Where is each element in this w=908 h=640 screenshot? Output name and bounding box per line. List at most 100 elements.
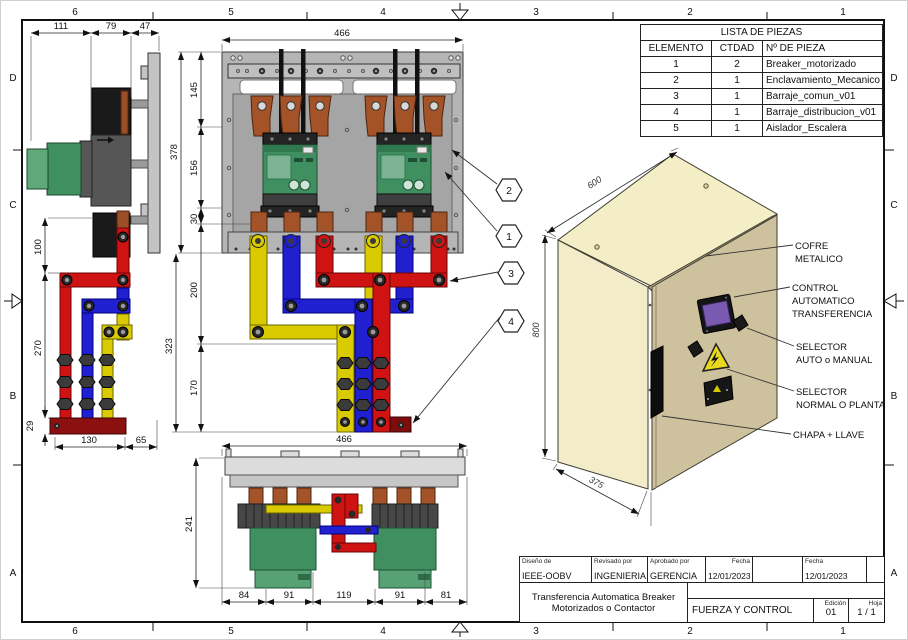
empty-cell bbox=[867, 557, 884, 582]
table-row: 3 1 Barraje_comun_v01 bbox=[641, 89, 882, 105]
bottom-view-dimensions: 466 241 84 91 119 91 81 bbox=[184, 434, 468, 605]
dim-800: 800 bbox=[531, 322, 541, 337]
breaker-2-profile bbox=[373, 527, 437, 571]
system-name: FUERZA Y CONTROL bbox=[688, 599, 814, 622]
dim-100: 100 bbox=[33, 239, 44, 255]
svg-text:AUTOMATICO: AUTOMATICO bbox=[792, 296, 854, 307]
grid-col: 4 bbox=[380, 7, 386, 18]
grid-col: 6 bbox=[72, 626, 78, 637]
dim-466-front: 466 bbox=[334, 28, 350, 39]
plate-edge-profile bbox=[224, 456, 466, 476]
side-view: 111 79 47 100 270 29 130 65 bbox=[25, 21, 161, 450]
drop-hex-nuts bbox=[336, 357, 390, 411]
dim-119: 119 bbox=[336, 590, 351, 601]
dim-29: 29 bbox=[25, 421, 36, 432]
grid-col: 1 bbox=[840, 7, 846, 18]
cables bbox=[279, 49, 420, 137]
dim-323: 323 bbox=[164, 338, 175, 354]
table-row: 4 1 Barraje_distribucion_v01 bbox=[641, 105, 882, 121]
dim-91b: 91 bbox=[395, 590, 406, 601]
selector-normal-planta-knob bbox=[687, 340, 704, 358]
grid-row: B bbox=[10, 391, 17, 402]
parts-list-title: LISTA DE PIEZAS bbox=[641, 25, 882, 41]
callout-selector-auto: SELECTOR bbox=[796, 342, 847, 353]
base-busbar bbox=[49, 417, 127, 435]
grid-row: D bbox=[9, 73, 16, 84]
hmi-screen bbox=[701, 300, 732, 328]
date-cell: Fecha 12/01/2023 bbox=[706, 557, 753, 582]
grid-row: B bbox=[891, 391, 898, 402]
copper-lugs-top bbox=[250, 95, 446, 137]
dim-130: 130 bbox=[81, 435, 97, 446]
selector-auto-manual-knob bbox=[732, 314, 749, 332]
enclosure-side-face bbox=[557, 239, 649, 490]
drawing-title: Transferencia Automatica Breaker Motoriz… bbox=[520, 583, 688, 622]
busbar-blue bbox=[282, 298, 414, 314]
parts-list-table: LISTA DE PIEZAS ELEMENTO CTDAD Nº DE PIE… bbox=[640, 24, 883, 137]
date-cell-2: Fecha 12/01/2023 bbox=[803, 557, 867, 582]
callout-control: CONTROL bbox=[792, 283, 838, 294]
busbar-blue-side bbox=[81, 298, 131, 314]
dim-84: 84 bbox=[239, 590, 250, 601]
callout-labels: COFRE METALICO CONTROL AUTOMATICO TRANSF… bbox=[792, 241, 886, 441]
designed-by-cell: Diseño de IEEE-OOBV bbox=[520, 557, 592, 582]
dim-466-bottom: 466 bbox=[336, 434, 352, 445]
center-links bbox=[265, 493, 379, 553]
dim-81: 81 bbox=[441, 590, 452, 601]
callout-cofre: COFRE bbox=[795, 241, 828, 252]
grid-col: 3 bbox=[533, 7, 539, 18]
dim-170: 170 bbox=[189, 380, 200, 396]
table-row: 2 1 Enclavamiento_Mecanico bbox=[641, 73, 882, 89]
breaker-1-profile bbox=[249, 527, 317, 571]
breaker-2 bbox=[374, 132, 434, 218]
busbar-bolts bbox=[252, 274, 445, 427]
empty-cell bbox=[688, 583, 884, 599]
grid-col: 4 bbox=[380, 626, 386, 637]
dim-47: 47 bbox=[140, 21, 151, 32]
busbar-red-side bbox=[59, 272, 131, 288]
breaker-body-side bbox=[90, 134, 132, 207]
grid-row: C bbox=[9, 200, 16, 211]
side-view-dimensions: 111 79 47 100 270 29 130 65 bbox=[25, 21, 160, 450]
lug-profiles bbox=[248, 487, 436, 505]
grid-col: 5 bbox=[228, 626, 234, 637]
callout-selector-normal: SELECTOR bbox=[796, 387, 847, 398]
strip-bolts bbox=[236, 67, 451, 75]
interlock-bar bbox=[227, 63, 461, 79]
balloon-3-label: 3 bbox=[508, 268, 514, 280]
dim-30: 30 bbox=[189, 214, 200, 225]
edition-cell: Edición 01 bbox=[814, 599, 849, 622]
enclosure-view: 600 800 375 COFRE METALICO CONTROL AUTOM… bbox=[531, 147, 886, 526]
svg-text:AUTO o MANUAL: AUTO o MANUAL bbox=[796, 355, 872, 366]
center-marker-icon bbox=[4, 3, 904, 637]
table-row: 5 1 Aislador_Escalera bbox=[641, 121, 882, 136]
front-view-dimensions: 466 145 156 30 200 170 378 323 bbox=[164, 28, 464, 433]
callout-chapa: CHAPA + LLAVE bbox=[793, 430, 864, 441]
sheet-number-cell: Hoja 1 / 1 bbox=[857, 600, 882, 618]
dim-145: 145 bbox=[189, 82, 200, 98]
dim-378: 378 bbox=[169, 144, 180, 160]
balloon-3 bbox=[497, 261, 525, 285]
breaker-1 bbox=[260, 132, 320, 218]
phase-terminals bbox=[251, 234, 446, 248]
grid-row: C bbox=[890, 200, 897, 211]
svg-text:NORMAL O PLANTA: NORMAL O PLANTA bbox=[796, 400, 886, 411]
grid-row: A bbox=[10, 568, 17, 579]
dim-111: 111 bbox=[54, 21, 68, 32]
dim-270: 270 bbox=[33, 340, 44, 356]
svg-text:TRANSFERENCIA: TRANSFERENCIA bbox=[792, 309, 873, 320]
balloon-2 bbox=[495, 178, 523, 202]
table-row: 1 2 Breaker_motorizado bbox=[641, 57, 882, 73]
grid-row: A bbox=[891, 568, 898, 579]
front-view: 466 145 156 30 200 170 378 323 bbox=[164, 28, 464, 433]
grid-row: D bbox=[890, 73, 897, 84]
approved-by-cell: Aprobado por GERENCIA bbox=[648, 557, 706, 582]
balloon-4 bbox=[497, 309, 525, 333]
dim-65: 65 bbox=[136, 435, 147, 446]
dim-241: 241 bbox=[184, 516, 195, 532]
svg-text:METALICO: METALICO bbox=[795, 254, 843, 265]
hmi-panel bbox=[696, 293, 737, 334]
dim-91a: 91 bbox=[284, 590, 295, 601]
dim-156: 156 bbox=[189, 160, 200, 176]
